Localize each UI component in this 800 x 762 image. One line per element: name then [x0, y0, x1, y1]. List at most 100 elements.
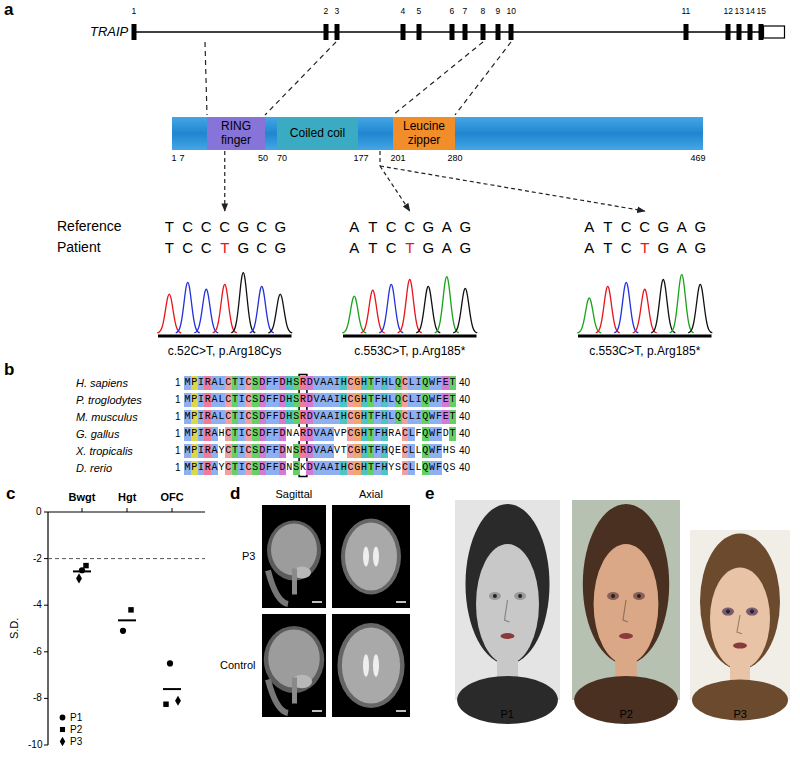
residue-letter: F	[435, 376, 442, 390]
species-name: M. musculus	[76, 411, 138, 424]
skull	[341, 519, 401, 595]
image-frame	[262, 505, 326, 608]
residue-letter: D	[279, 427, 286, 441]
residue-letter: I	[334, 376, 341, 390]
residue-letter: D	[279, 393, 286, 407]
eye	[493, 594, 497, 598]
trace-peak	[670, 275, 694, 333]
gene-name: TRAIP	[90, 25, 128, 40]
mri-image	[262, 614, 326, 717]
residue-letter: F	[266, 444, 273, 458]
eye-shadow	[514, 592, 526, 600]
legend-item: P1	[58, 712, 82, 723]
residue-letter: D	[259, 376, 266, 390]
residue-letter: Q	[422, 444, 429, 458]
residue-letter: V	[313, 461, 320, 475]
brain	[271, 524, 317, 576]
axis-tick: -6	[33, 646, 42, 658]
residue-number: 1	[172, 153, 177, 163]
eye	[726, 610, 730, 614]
residue-letter: H	[381, 376, 388, 390]
axis-tick: -4	[33, 599, 42, 611]
residue-letter: S	[252, 376, 259, 390]
image-frame	[332, 614, 410, 717]
residue-letter: M	[184, 376, 191, 390]
eye-shadow	[746, 608, 758, 616]
chromatogram	[577, 275, 712, 336]
protein-sequence: MPIRAHCTICSDFFDNARDVAAVPCGHTFHRACLFQWFDT	[184, 427, 456, 441]
tick-mark	[44, 745, 48, 746]
base-letter: C	[179, 218, 198, 235]
residue-letter: E	[442, 393, 449, 407]
residue-letter: R	[300, 427, 307, 441]
residue-number: 280	[448, 153, 463, 163]
trace-baseline	[578, 335, 712, 338]
residue-letter: Q	[395, 393, 402, 407]
nose	[623, 600, 628, 622]
residue-letter: D	[306, 376, 313, 390]
residue-letter: N	[286, 427, 293, 441]
domain-name: Coiled coil	[290, 127, 345, 140]
mri-image	[332, 614, 410, 717]
residue-number: 1	[175, 445, 181, 457]
trace-peak	[342, 296, 366, 333]
trace-peak	[688, 284, 712, 332]
residue-letter: T	[449, 427, 456, 441]
residue-letter: S	[252, 393, 259, 407]
trace-peak	[379, 284, 403, 332]
base-letter: T	[599, 218, 618, 235]
residue-letter: I	[238, 461, 245, 475]
trace-peak	[157, 294, 181, 333]
axis-tick: -2	[33, 553, 42, 565]
residue-letter: C	[402, 393, 409, 407]
residue-letter: T	[232, 461, 239, 475]
eye	[518, 594, 522, 598]
residue-number: 70	[277, 153, 287, 163]
residue-letter: C	[402, 410, 409, 424]
residue-letter: N	[286, 461, 293, 475]
residue-letter: S	[293, 376, 300, 390]
base-letter: A	[673, 239, 692, 256]
residue-letter: A	[327, 444, 334, 458]
residue-letter: T	[368, 393, 375, 407]
residue-letter: C	[347, 376, 354, 390]
dna-sequence: ATCCGAG	[580, 218, 710, 235]
residue-number: 40	[459, 394, 470, 406]
dashed-guide	[205, 42, 207, 115]
scatter-plot	[44, 508, 205, 745]
legend-item: P3	[58, 736, 82, 747]
residue-letter: C	[225, 461, 232, 475]
scale-bar	[312, 601, 322, 603]
residue-letter: L	[388, 376, 395, 390]
base-letter: A	[580, 239, 599, 256]
residue-letter: H	[361, 444, 368, 458]
ventricle	[373, 547, 379, 567]
residue-letter: R	[300, 444, 307, 458]
domain-box: Coiled coil	[277, 117, 358, 150]
residue-letter: I	[238, 427, 245, 441]
residue-letter: V	[334, 427, 341, 441]
residue-letter: F	[266, 461, 273, 475]
residue-letter: Q	[422, 461, 429, 475]
residue-letter: F	[374, 410, 381, 424]
base-letter: T	[599, 239, 618, 256]
residue-letter: F	[435, 461, 442, 475]
residue-letter: T	[232, 427, 239, 441]
residue-letter: F	[374, 461, 381, 475]
axis-tick: -10	[28, 739, 42, 751]
residue-letter: S	[293, 410, 300, 424]
trace-peak	[416, 286, 440, 332]
base-letter: G	[234, 239, 253, 256]
residue-letter: F	[266, 410, 273, 424]
residue-letter: T	[232, 410, 239, 424]
residue-letter: H	[381, 393, 388, 407]
residue-letter: D	[306, 444, 313, 458]
residue-letter: I	[198, 410, 205, 424]
residue-letter: F	[266, 393, 273, 407]
ventricle	[363, 547, 369, 567]
residue-letter: S	[395, 461, 402, 475]
dashed-guide	[455, 42, 511, 115]
nose	[505, 600, 510, 622]
residue-letter: R	[300, 393, 307, 407]
residue-letter: L	[408, 376, 415, 390]
